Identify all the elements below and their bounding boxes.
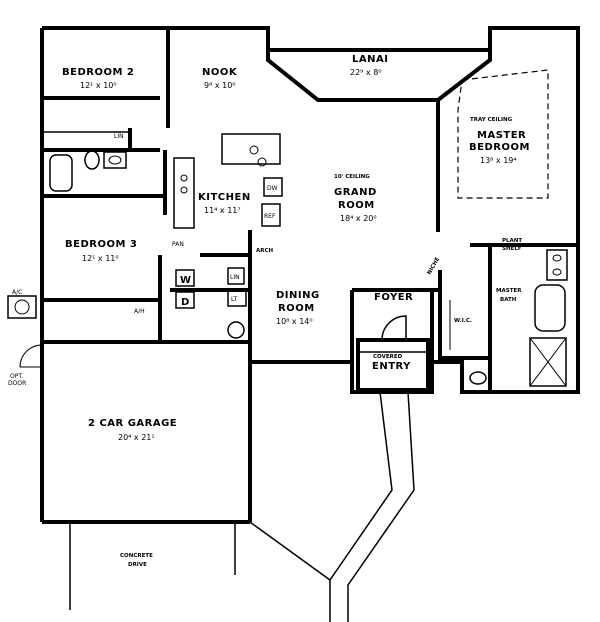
opt-door-label-2: DOOR	[8, 380, 26, 387]
kitchen-dim: 11⁴ x 11⁷	[204, 206, 241, 215]
kitchen-label: KITCHEN	[198, 192, 251, 203]
dryer-label: D	[181, 297, 190, 308]
grand-dim: 18⁴ x 20⁰	[340, 214, 377, 223]
air-handler-label: A/H	[134, 308, 145, 315]
garage-dim: 20⁴ x 21¹	[118, 433, 155, 442]
entry-label-2: ENTRY	[372, 361, 411, 372]
bedroom3-dim: 12¹ x 11⁰	[82, 254, 119, 263]
entry-label-1: COVERED	[373, 354, 403, 360]
refrigerator-label: REF	[264, 213, 276, 220]
tray-ceiling-label: TRAY CEILING	[470, 117, 513, 123]
master-label-1: MASTER	[477, 130, 526, 141]
drive-label-1: CONCRETE	[120, 553, 153, 559]
nook-label: NOOK	[202, 67, 238, 78]
walkway	[69, 391, 415, 622]
dishwasher-label: DW	[267, 185, 278, 192]
tray-ceiling-outline	[457, 69, 549, 199]
lanai-dim: 22⁹ x 8⁰	[350, 68, 382, 77]
pantry-label: PAN	[172, 241, 184, 248]
fixture-labels: ARCH NICHE LIN LIN A/H DW REF PAN W D LT…	[8, 133, 441, 387]
lanai-label: LANAI	[352, 54, 388, 65]
room-labels: BEDROOM 2 12¹ x 10⁰ NOOK 9⁸ x 10⁰ LANAI …	[62, 54, 530, 568]
laundry-tub-label: LT	[231, 296, 238, 303]
opt-door-label-1: OPT.	[10, 373, 23, 380]
master-label-2: BEDROOM	[469, 142, 530, 153]
wic-label: W.I.C.	[454, 318, 472, 324]
grand-ceiling-label: 10' CEILING	[334, 174, 370, 180]
mbath-label-1: MASTER	[496, 288, 522, 294]
dining-label-2: ROOM	[278, 303, 315, 314]
drive-label-2: DRIVE	[128, 562, 147, 568]
dining-dim: 10⁸ x 14⁰	[276, 317, 313, 326]
arch-label: ARCH	[256, 248, 274, 254]
linen2-label: LIN	[230, 274, 240, 281]
bedroom2-dim: 12¹ x 10⁰	[80, 81, 117, 90]
washer-label: W	[180, 275, 192, 286]
master-dim: 13⁸ x 19⁴	[480, 156, 517, 165]
garage-label: 2 CAR GARAGE	[88, 418, 177, 429]
covered-entry	[356, 315, 430, 392]
grand-label-1: GRAND	[334, 187, 377, 198]
exterior-walls	[40, 26, 580, 524]
plant-shelf-label-1: PLANT	[502, 238, 522, 244]
mbath-label-2: BATH	[500, 297, 517, 303]
fixtures	[7, 133, 568, 387]
nook-dim: 9⁸ x 10⁰	[204, 81, 236, 90]
linen-label: LIN	[114, 133, 124, 140]
interior-walls	[42, 28, 578, 392]
foyer-label: FOYER	[374, 292, 413, 303]
grand-label-2: ROOM	[338, 200, 375, 211]
plant-shelf-label-2: SHELF	[502, 246, 522, 252]
ac-label: A/C	[12, 289, 22, 296]
bedroom3-label: BEDROOM 3	[65, 239, 137, 250]
dining-label-1: DINING	[276, 290, 320, 301]
opt-door	[19, 344, 43, 368]
bedroom2-label: BEDROOM 2	[62, 67, 134, 78]
